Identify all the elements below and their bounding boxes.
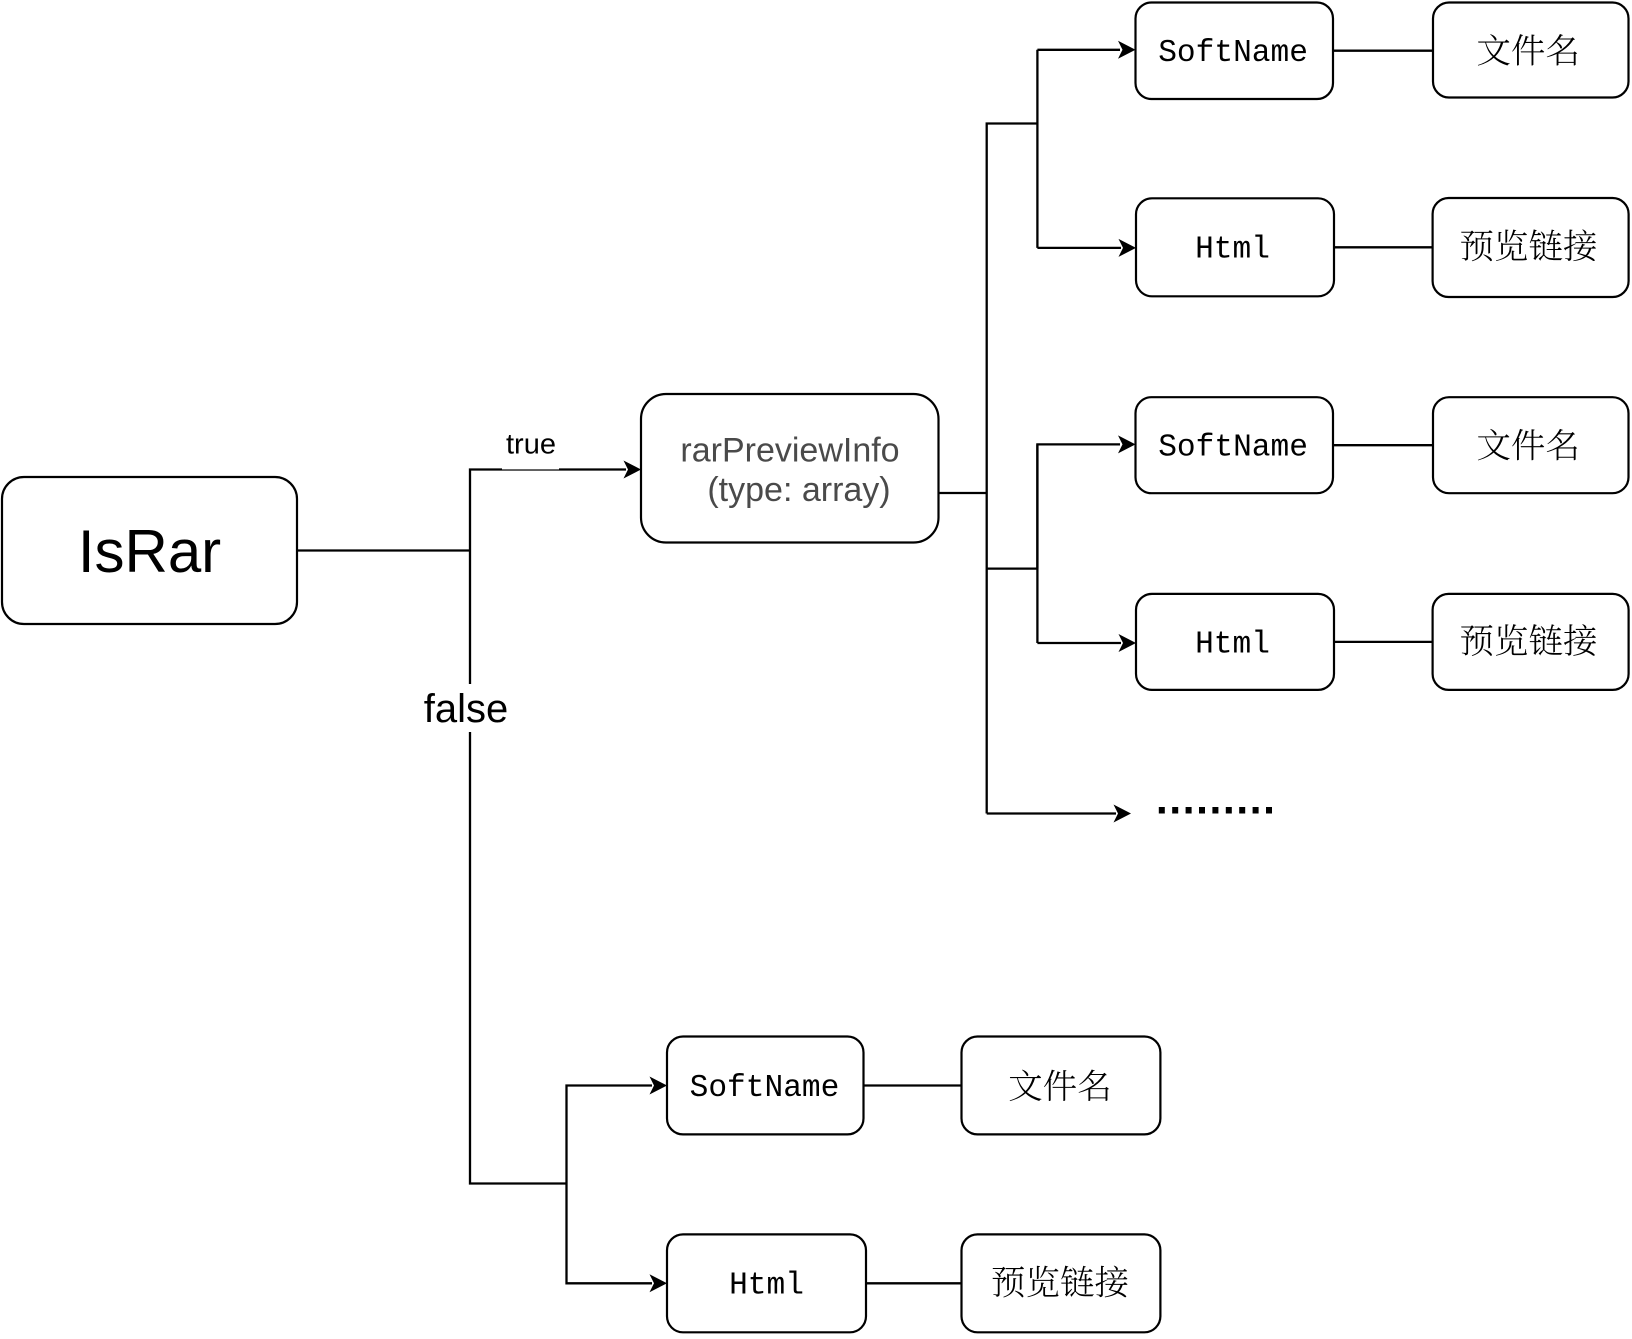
svg-text:(type: array): (type: array) [707, 471, 890, 509]
svg-text:SoftName: SoftName [690, 1071, 840, 1106]
svg-text:Html: Html [1195, 233, 1270, 268]
svg-text:true: true [506, 429, 556, 461]
svg-text:Html: Html [729, 1269, 804, 1304]
svg-text:rarPreviewInfo: rarPreviewInfo [680, 432, 899, 470]
svg-text:false: false [424, 687, 509, 731]
svg-text:SoftName: SoftName [1158, 431, 1308, 466]
svg-text:Html: Html [1195, 627, 1270, 662]
svg-text:IsRar: IsRar [78, 518, 221, 585]
svg-text:SoftName: SoftName [1158, 36, 1308, 71]
